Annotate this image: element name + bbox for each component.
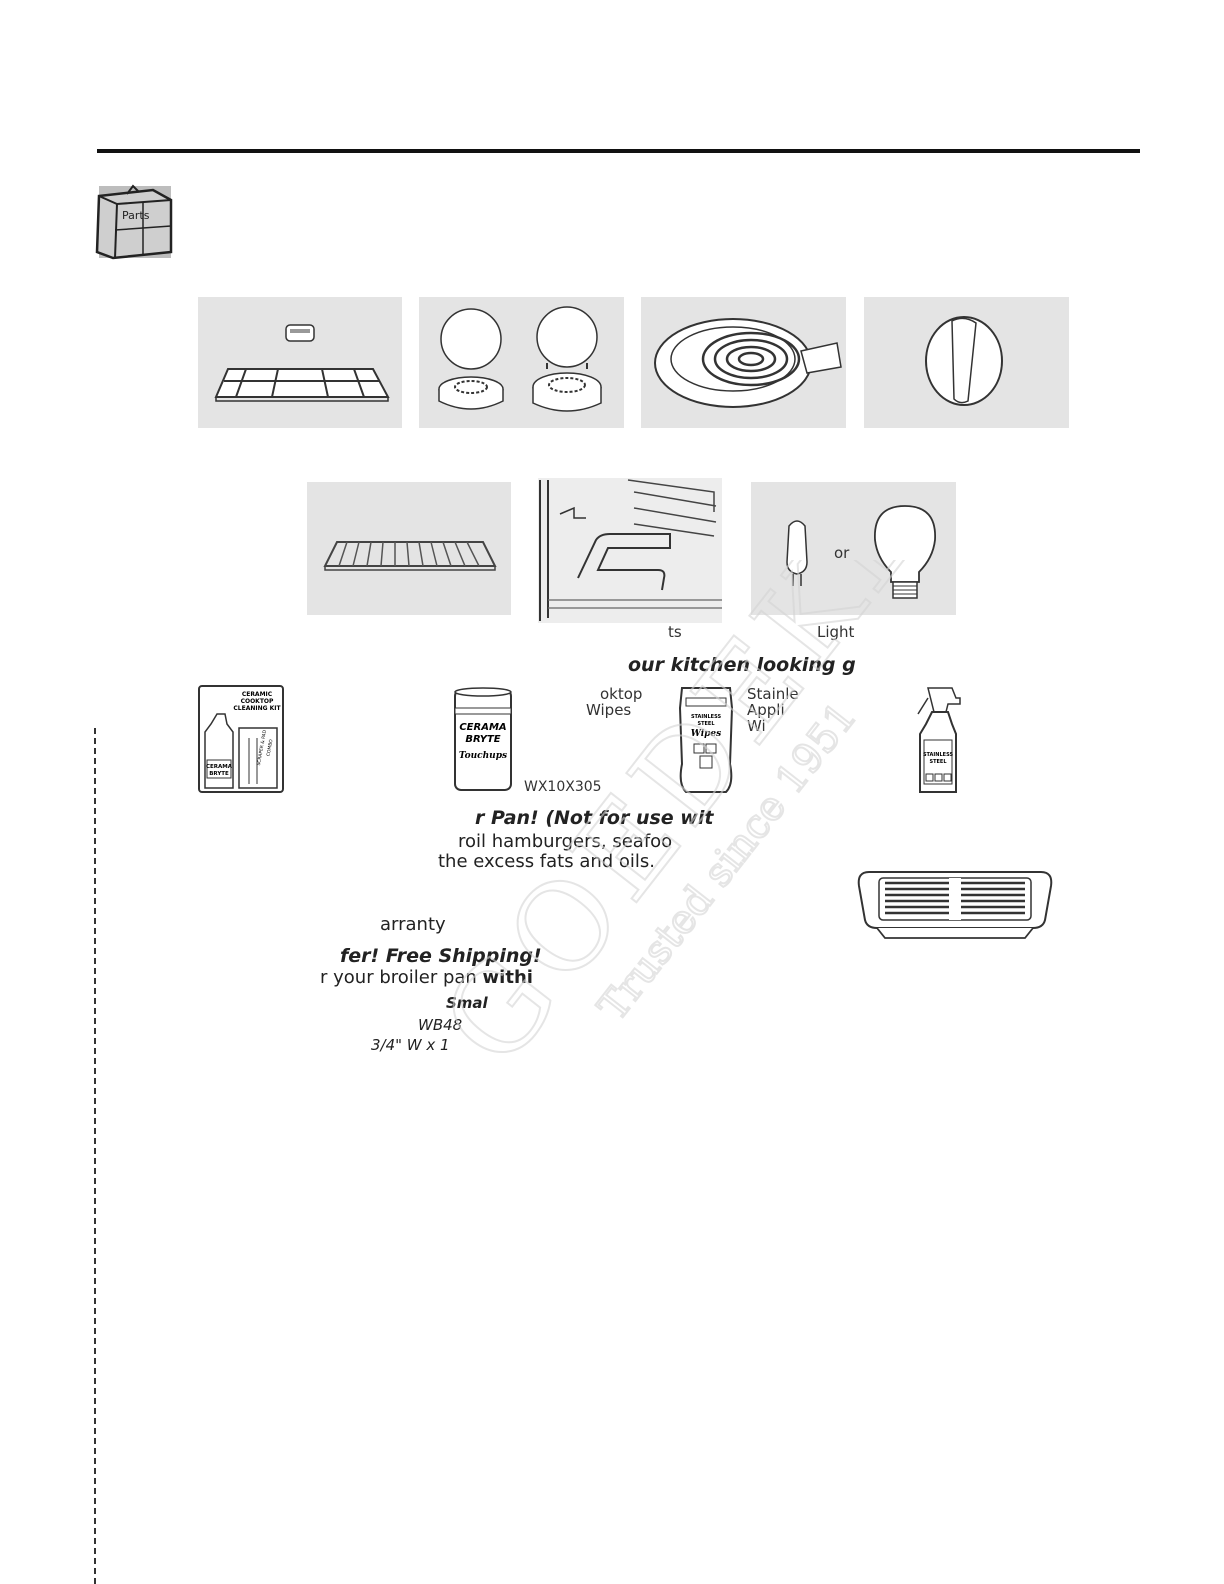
burner-grates-illustration (214, 324, 390, 402)
svg-text:STEEL: STEEL (929, 759, 947, 765)
svg-text:COMBO: COMBO (266, 738, 275, 756)
reflector-caption: ts (668, 623, 682, 641)
broiler-line1: roil hamburgers, seafoo (458, 831, 673, 852)
stainless-wipes-image: STAINLESS STEEL Wipes (676, 684, 736, 796)
coil-element-illustration (654, 318, 842, 408)
bulb-or-text: or (834, 544, 850, 562)
svg-text:STAINLESS: STAINLESS (691, 714, 722, 720)
svg-text:BRYTE: BRYTE (209, 771, 229, 777)
watermark-logo: GOEDEKER'S Trusted since 1951 (300, 560, 1000, 1080)
burner-caps-panel (419, 297, 624, 428)
warranty-text: arranty (380, 914, 446, 935)
offer-line-bold: withi (482, 967, 533, 988)
small-label: Smal (446, 994, 488, 1012)
kitchen-heading: our kitchen looking g (628, 654, 856, 676)
knob-panel (864, 297, 1069, 428)
grates-panel (198, 297, 402, 428)
model-number: WB48 (418, 1016, 463, 1034)
oven-rack-illustration (323, 541, 497, 571)
parts-box-icon (93, 182, 173, 262)
svg-text:Wipes: Wipes (691, 729, 721, 739)
coil-element-panel (641, 297, 846, 428)
wi-caption: Wi (747, 717, 766, 735)
appli-caption: Appli (747, 701, 785, 719)
svg-text:COOKTOP: COOKTOP (241, 698, 274, 705)
control-knob-illustration (925, 316, 1003, 406)
offer-line-start: r your broiler pan (320, 967, 483, 988)
touchups-canister-image: CERAMA BRYTE Touchups (451, 684, 517, 796)
svg-text:BRYTE: BRYTE (465, 734, 500, 745)
offer-line: r your broiler pan withi (320, 967, 533, 988)
svg-text:CLEANING KIT: CLEANING KIT (233, 705, 281, 712)
header-rule (97, 149, 1140, 153)
svg-text:CERAMIC: CERAMIC (242, 691, 273, 698)
stainless-caption: Stainle (747, 685, 799, 703)
wipes-caption: Wipes (586, 701, 632, 719)
offer-heading: fer! Free Shipping! (340, 945, 542, 967)
oven-interior-panel (538, 478, 722, 623)
broiler-pan-image (855, 868, 1055, 944)
broiler-line2: the excess fats and oils. (438, 851, 656, 872)
broiler-heading: r Pan! (Not for use wit (475, 807, 714, 829)
light-caption: Light (817, 623, 855, 641)
svg-text:CERAMA: CERAMA (459, 722, 506, 733)
svg-text:STEEL: STEEL (697, 721, 715, 727)
dashed-cut-line (94, 728, 96, 1584)
oven-bake-element-illustration (538, 478, 722, 623)
stainless-spray-image: STAINLESS STEEL (908, 684, 968, 798)
svg-text:Touchups: Touchups (459, 751, 507, 761)
svg-text:GOEDEKER'S: GOEDEKER'S (416, 560, 1000, 1080)
parts-icon-label: Parts (122, 209, 150, 222)
oven-rack-panel (307, 482, 511, 615)
cleaning-kit-image: CERAMIC COOKTOP CLEANING KIT CERAMA BRYT… (197, 684, 287, 796)
svg-text:STAINLESS: STAINLESS (923, 752, 954, 758)
svg-text:CERAMA: CERAMA (206, 764, 233, 770)
light-bulb-panel (751, 482, 956, 615)
burner-caps-illustration (438, 306, 602, 412)
cooktop-caption: oktop (600, 685, 643, 703)
bulbs-illustration (786, 505, 936, 599)
part-number: WX10X305 (524, 779, 602, 795)
pan-dimensions: 3/4" W x 1 (371, 1036, 450, 1054)
